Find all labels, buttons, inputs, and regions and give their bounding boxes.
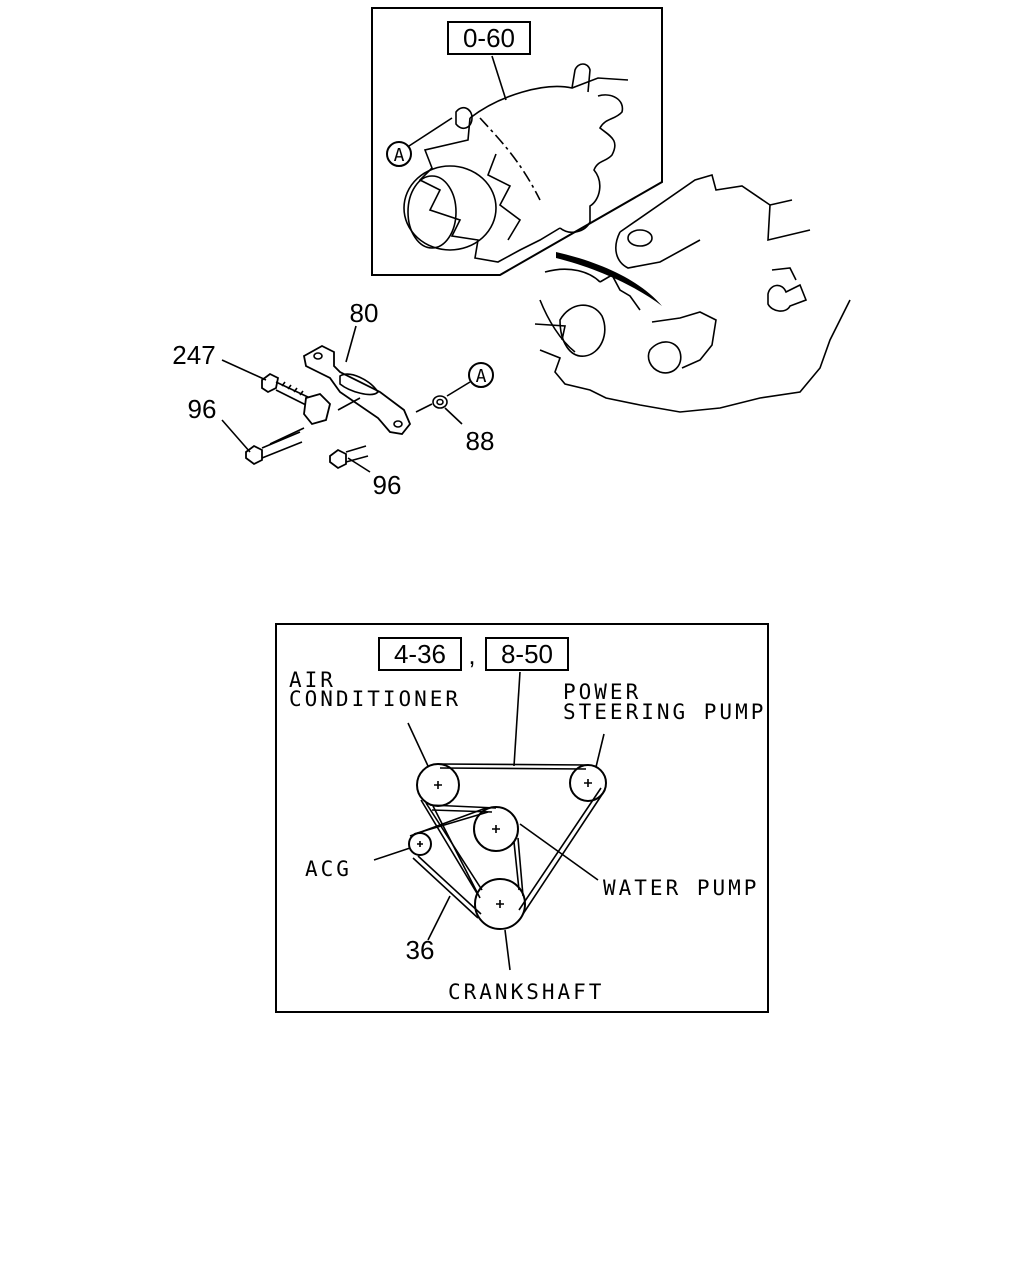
drive-belt-36	[409, 763, 606, 919]
part-80: 80	[350, 298, 379, 328]
ref-box-0-60	[447, 21, 531, 55]
callout-a-right-text: A	[476, 366, 487, 387]
label-acg: ACG	[305, 857, 352, 881]
ref-separator: ,	[468, 640, 475, 670]
pulley-crankshaft	[474, 878, 526, 930]
engine-drawing	[534, 174, 851, 413]
leader-a-top	[408, 117, 453, 147]
label-water-pump: WATER PUMP	[603, 876, 759, 900]
belt-routing-figure: 4-36 , 8-50	[275, 623, 769, 1013]
callout-a-right	[468, 362, 494, 388]
bracket-80	[302, 344, 412, 435]
ref-box-8-50	[485, 637, 569, 671]
label-steering-pump: STEERING PUMP	[563, 700, 766, 724]
belt-frame	[275, 623, 769, 1013]
pointer-arrow	[556, 252, 662, 306]
inset-frame	[371, 7, 663, 276]
label-crankshaft: CRANKSHAFT	[448, 980, 604, 1004]
part-96-right: 96	[373, 470, 402, 500]
bracket-assembly	[245, 344, 448, 470]
part-88: 88	[466, 426, 495, 456]
ref-4-36: 4-36	[394, 639, 446, 669]
label-belt-36: 36	[406, 935, 435, 965]
callout-a-top	[386, 141, 412, 167]
ref-0-60: 0-60	[463, 23, 515, 53]
label-conditioner: CONDITIONER	[289, 687, 461, 711]
ref-box-4-36	[378, 637, 462, 671]
label-power: POWER	[563, 680, 641, 704]
leader-0-60	[491, 55, 507, 101]
alternator-inset: 0-60 A	[371, 7, 663, 276]
part-96-left: 96	[188, 394, 217, 424]
alternator-drawing	[403, 63, 629, 263]
label-air: AIR	[289, 668, 336, 692]
part-247: 247	[172, 340, 215, 370]
callout-a-top-text: A	[394, 145, 405, 166]
ref-8-50: 8-50	[501, 639, 553, 669]
pulley-water-pump	[473, 806, 519, 852]
washer-88	[432, 395, 448, 409]
